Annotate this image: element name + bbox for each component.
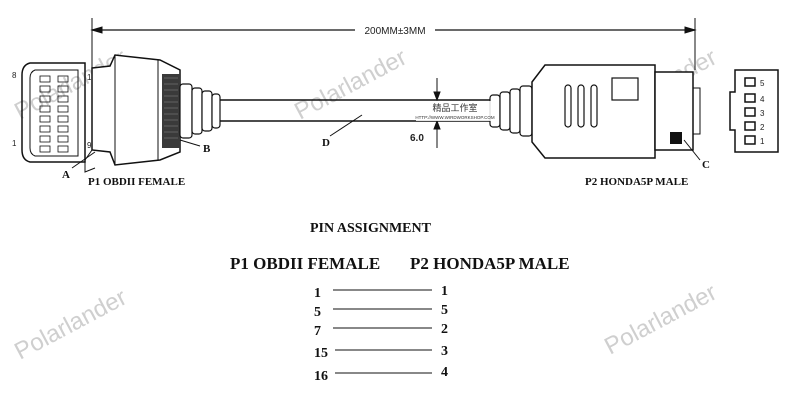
p1-pin: 1 (314, 286, 321, 301)
honda-latch (670, 132, 682, 144)
obd-pin-1-label: 1 (12, 139, 17, 148)
obd-grip-texture (162, 74, 180, 148)
honda-grip-slots (564, 77, 639, 128)
honda-strain-relief (489, 85, 533, 137)
pin-row: 15 3 (314, 344, 448, 361)
pin-row: 16 4 (314, 365, 448, 384)
watermark-text: Polarlander (10, 284, 131, 365)
honda-pin-3-label: 3 (760, 109, 765, 118)
p1-pin: 5 (314, 305, 321, 320)
pin-row: 7 2 (314, 322, 448, 339)
callout-a: A (62, 169, 70, 181)
p2-header: P2 HONDA5P MALE (410, 254, 570, 273)
brand-url: HTTP://WWW.WIRDWORKSHOP.COM (415, 115, 494, 120)
callout-leaders (71, 114, 701, 169)
p2-caption: P2 HONDA5P MALE (585, 176, 688, 188)
obd-connector-body (84, 54, 181, 173)
honda-pin-2-label: 2 (760, 123, 765, 132)
watermark-text: Polarlander (290, 44, 411, 125)
p1-pin: 7 (314, 324, 321, 339)
p2-pin: 5 (441, 303, 448, 318)
callout-c: C (702, 159, 710, 171)
dimension-label: 200MM±3MM (364, 26, 425, 37)
honda-pin-4-label: 4 (760, 95, 765, 104)
obd-connector-face (21, 62, 86, 163)
pin-assignment-title: PIN ASSIGNMENT (310, 221, 432, 236)
p2-pin: 3 (441, 344, 448, 359)
obd-pin-8-label: 8 (12, 71, 17, 80)
honda-pin-5-label: 5 (760, 79, 765, 88)
honda-connector-body (531, 64, 701, 159)
obd-pin-9-label: 9 (87, 141, 92, 150)
honda-connector-face (729, 69, 779, 153)
brand-stamp: 精品工作室 HTTP://WWW.WIRDWORKSHOP.COM (415, 101, 495, 121)
honda-pin-1-label: 1 (760, 137, 765, 146)
p1-pin: 15 (314, 346, 328, 361)
obd-strain-relief (179, 83, 221, 139)
pin-row: 1 1 (314, 284, 448, 301)
thickness-label: 6.0 (410, 133, 424, 144)
brand-mark: 精品工作室 (432, 102, 477, 114)
p1-header: P1 OBDII FEMALE (230, 254, 380, 273)
obd-pin-rows (39, 75, 69, 153)
thickness-marker (433, 78, 441, 148)
watermark-text: Polarlander (600, 279, 721, 360)
callout-b: B (203, 143, 211, 155)
p2-pin: 1 (441, 284, 448, 299)
callout-d: D (322, 137, 330, 149)
p1-caption: P1 OBDII FEMALE (88, 176, 185, 188)
pin-row: 5 5 (314, 303, 448, 320)
p2-pin: 2 (441, 322, 448, 337)
p1-pin: 16 (314, 369, 328, 384)
p2-pin: 4 (441, 365, 448, 380)
